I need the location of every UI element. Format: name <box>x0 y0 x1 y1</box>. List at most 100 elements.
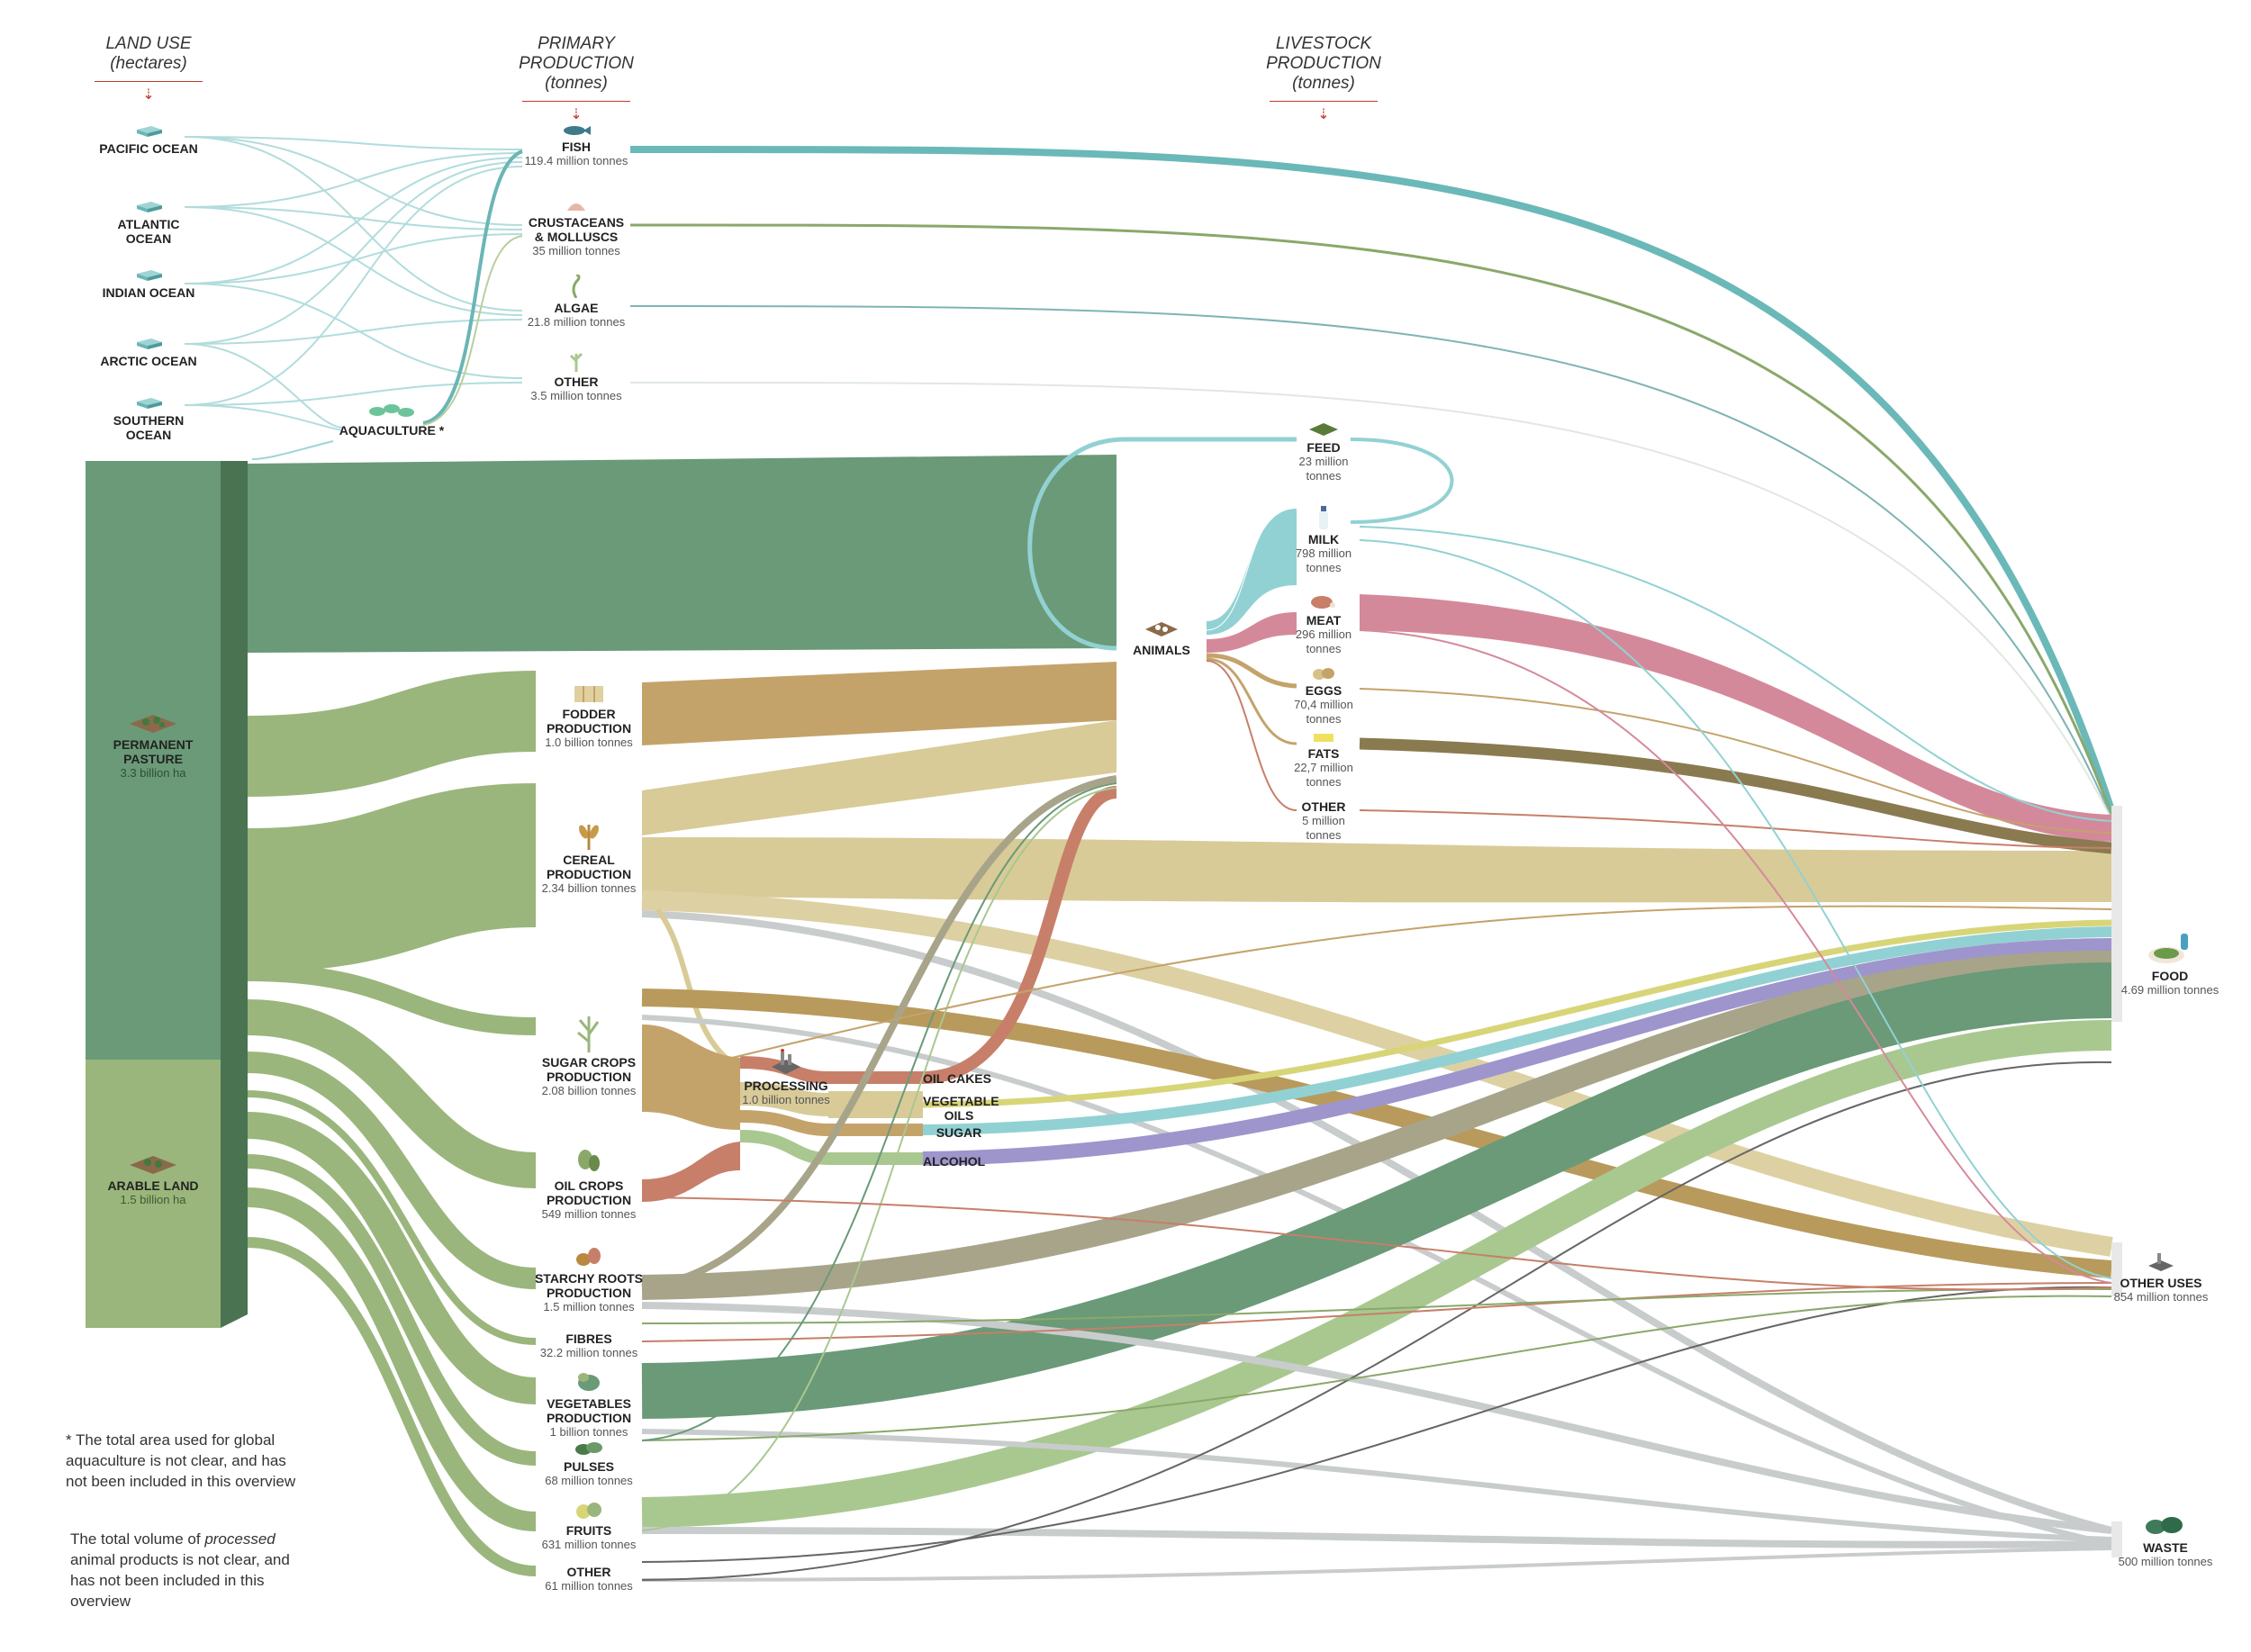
ocean-icon <box>137 339 162 349</box>
header-livestock-unit: (tonnes) <box>1292 74 1355 93</box>
waste-bar <box>2111 1521 2122 1557</box>
node-fruits: FRUITS 631 million tonnes <box>531 1499 646 1552</box>
link-cereal-otheruses <box>641 890 2113 1257</box>
down-arrow-icon: ⇣ <box>570 107 583 122</box>
node-vegoils: VEGETABLE OILS <box>923 1094 999 1123</box>
node-vegetables: VEGETABLES PRODUCTION 1 billion tonnes <box>531 1368 646 1440</box>
olive-icon <box>578 1150 600 1171</box>
ocean-icon <box>137 126 162 137</box>
link-sugarcrops-waste <box>641 1015 2112 1547</box>
factory-icon <box>772 1049 800 1074</box>
header-land-use-title: LAND USE <box>105 34 192 53</box>
pasture-block <box>86 461 221 1060</box>
link-processing-alcohol <box>739 1130 829 1165</box>
link-oilcakes-animals <box>922 786 1117 1084</box>
link-fish-food <box>629 145 2115 812</box>
link-pasture-animals <box>248 455 1116 653</box>
link-seaother-food <box>629 381 2112 820</box>
link-crust-food <box>629 223 2113 816</box>
algae-icon <box>572 275 581 298</box>
link-processing-sugar <box>739 1110 829 1136</box>
link-other-waste <box>641 1547 2112 1582</box>
arable-links <box>247 671 537 1576</box>
bar-alcohol <box>828 1152 923 1165</box>
link-animals-other <box>1206 660 1297 811</box>
ocean-links <box>184 136 523 431</box>
link-animals-fats <box>1206 657 1297 745</box>
link-pacific-algae <box>184 136 523 311</box>
header-primary: PRIMARY PRODUCTION (tonnes) ⇣ <box>486 34 666 125</box>
ocean-icon <box>137 270 162 281</box>
thin-crop-links <box>641 775 2112 1581</box>
link-atlantic-crust <box>184 206 523 230</box>
link-arable-oil <box>247 999 537 1188</box>
link-arable-fodder <box>247 671 537 797</box>
otheruses-bar <box>2111 1242 2122 1296</box>
node-sugar-crops: SUGAR CROPS PRODUCTION 2.08 billion tonn… <box>531 1013 646 1098</box>
butter-icon <box>1314 734 1333 742</box>
link-fruits-waste <box>641 1527 2112 1548</box>
waste-icon <box>2146 1517 2183 1534</box>
link-animals-meat <box>1207 612 1297 653</box>
food-bar <box>2111 806 2122 1022</box>
link-milk-otheruses <box>1359 539 2112 1279</box>
node-cereal: CEREAL PRODUCTION 2.34 billion tonnes <box>531 819 646 896</box>
link-pasture-aquaculture <box>251 440 334 460</box>
vegetables-icon <box>578 1373 600 1391</box>
node-atlantic: ATLANTIC OCEAN <box>99 200 198 246</box>
node-algae: ALGAE 21.8 million tonnes <box>522 275 630 329</box>
node-eggs: EGGS 70,4 million tonnes <box>1288 666 1360 727</box>
link-eggs-food <box>1359 688 2112 834</box>
meat-icon <box>1311 596 1335 609</box>
link-starch-food <box>641 950 2112 1300</box>
node-waste: WASTE 500 million tonnes <box>2116 1514 2215 1569</box>
node-oilcakes: OIL CAKES <box>923 1071 991 1086</box>
node-arable: ARABLE LAND 1.5 billion ha <box>90 1152 216 1207</box>
fruits-icon <box>576 1503 601 1519</box>
link-milk-food <box>1359 526 2112 822</box>
bar-sugar <box>828 1124 923 1136</box>
link-arable-fruits <box>247 1187 537 1531</box>
link-pacific-fish <box>184 136 523 150</box>
shell-icon <box>567 203 585 211</box>
wheat-icon <box>579 825 599 850</box>
node-meat: MEAT 296 million tonnes <box>1288 594 1360 656</box>
link-feed-loop <box>1350 438 1454 524</box>
link-starch-waste <box>641 1302 2112 1534</box>
link-cereal-animals <box>642 720 1116 835</box>
link-southern-fish <box>184 166 523 406</box>
node-animals: ANIMALS <box>1118 617 1205 657</box>
note-aquaculture: * The total area used for global aquacul… <box>66 1431 296 1490</box>
header-livestock: LIVESTOCK PRODUCTION (tonnes) ⇣ <box>1225 34 1423 125</box>
link-indian-other <box>184 283 523 379</box>
link-arctic-aquaculture <box>184 343 343 429</box>
down-arrow-icon: ⇣ <box>142 87 155 103</box>
link-cereal-food <box>642 837 2111 903</box>
node-southern: SOUTHERN OCEAN <box>99 396 198 442</box>
link-atlantic-fish <box>184 152 523 208</box>
link-indian-fish <box>184 157 523 284</box>
aquaculture-icon <box>369 404 414 417</box>
link-algae-food <box>629 305 2112 818</box>
animals-icon <box>1145 622 1178 636</box>
link-veg-waste <box>641 1429 2112 1542</box>
link-alcohol-food <box>922 938 2112 1166</box>
fish-icon <box>564 126 591 135</box>
milk-bottle-icon <box>1319 506 1328 529</box>
header-land-use-unit: (hectares) <box>110 54 187 73</box>
link-arctic-fish <box>184 161 523 345</box>
link-aquaculture-crust <box>422 235 523 426</box>
link-arable-pulses <box>247 1154 537 1466</box>
link-arable-other <box>247 1237 537 1576</box>
node-pasture: PERMANENT PASTURE 3.3 billion ha <box>90 711 216 781</box>
node-fats: FATS 22,7 million tonnes <box>1288 731 1360 790</box>
down-arrow-icon: ⇣ <box>1317 107 1330 122</box>
link-veg-food <box>641 962 2112 1419</box>
animals-node-gap <box>1116 450 1207 788</box>
pulses-icon <box>575 1442 602 1455</box>
node-other-uses: OTHER USES 854 million tonnes <box>2098 1251 2224 1304</box>
ocean-icon <box>137 398 162 409</box>
node-fibres: FIBRES 32.2 million tonnes <box>539 1332 638 1359</box>
link-sugarcrops-processing <box>642 1025 740 1130</box>
node-processing: PROCESSING 1.0 billion tonnes <box>737 1049 836 1107</box>
